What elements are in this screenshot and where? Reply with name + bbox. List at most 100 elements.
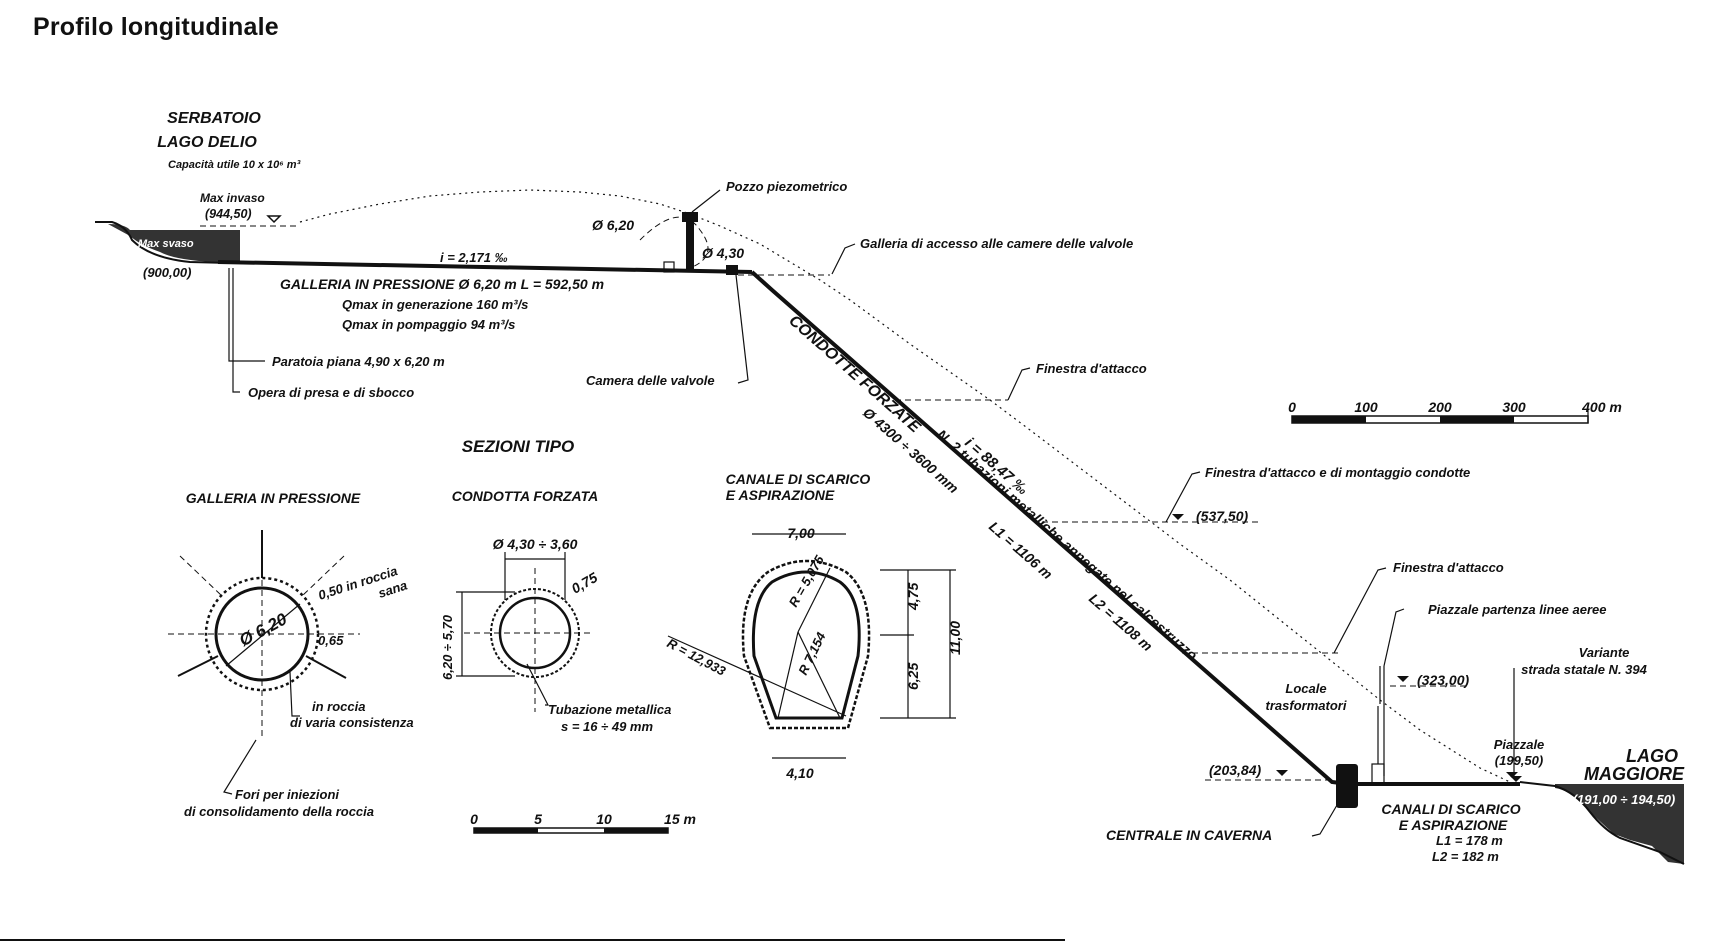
valve-chamber: Galleria di accesso alle camere delle va… [586,236,1133,388]
max-invaso-value: (944,50) [205,207,252,221]
canale-h2: 6,25 [905,663,921,690]
access-windows: Finestra d'attacco Finestra d'attacco e … [895,361,1504,654]
penstock-title: CONDOTTE FORZATE [785,312,924,437]
valve-access-label: Galleria di accesso alle camere delle va… [860,236,1133,251]
canale-outer [741,559,871,730]
canale-bottom: 4,10 [785,765,813,781]
condotta-diam: Ø 4,30 ÷ 3,60 [493,536,578,552]
section-canale: CANALE DI SCARICO E ASPIRAZIONE 7,00 4,1… [665,471,963,781]
section-condotta-title: CONDOTTA FORZATA [452,488,598,504]
lake-name-2: MAGGIORE [1584,764,1685,784]
piazzale2-line-1: Piazzale [1494,737,1545,752]
galleria-diam: Ø 6,20 [236,609,290,650]
centrale-level-marker [1276,770,1288,776]
canali-l2: L2 = 182 m [1432,849,1499,864]
penstock-desc: N. 2 tubazioni metalliche annegate nel c… [934,426,1201,663]
condotta-height: 6,20 ÷ 5,70 [440,614,455,680]
canali-line-2: E ASPIRAZIONE [1399,817,1508,833]
variante-line-2: strada statale N. 394 [1521,662,1648,677]
gallery-slope: i = 2,171 ‰ [440,250,508,265]
canale-r-line-2 [797,631,841,719]
lake-bank [1519,781,1685,865]
section-scale-tick-2: 10 [596,811,612,827]
piazzale2-marker-b [1510,776,1522,782]
condotta-t: 0,75 [569,569,601,597]
centrale-level: (203,84) [1209,762,1261,778]
valve-access-leader [831,243,856,275]
section-scale-bar: 0 5 10 15 m [470,811,696,834]
window-2-leader [1165,471,1201,523]
locale-line-2: trasformatori [1266,698,1347,713]
gallery-qmax-gen: Qmax in generazione 160 m³/s [342,297,528,312]
centrale-leader [1311,799,1341,837]
piazzale-linee-label: Piazzale partenza linee aeree [1428,602,1606,617]
section-scale-tick-3: 15 m [664,811,696,827]
condotta-pipe [498,596,572,670]
canale-h1: 4,75 [905,583,921,611]
surge-chamber [639,216,709,269]
window-2-label: Finestra d'attacco e di montaggio condot… [1205,465,1470,480]
piazzale-linee-level: (323,00) [1417,672,1469,688]
condotta-pipe-1: Tubazione metallica [548,702,671,717]
window-3-label: Finestra d'attacco [1393,560,1504,575]
canali-l1: L1 = 178 m [1436,833,1503,848]
canale-top: 7,00 [787,525,814,541]
canale-inner [751,570,861,720]
intake-label: Opera di presa e di sbocco [248,385,414,400]
variante-line-1: Variante [1579,645,1630,660]
intake-leader [232,268,240,393]
galleria-holes-leader [223,739,257,795]
lago-maggiore: LAGO MAGGIORE (191,00 ÷ 194,50) [1519,746,1685,865]
surge-shaft-body [686,214,694,270]
window-2-level: (537,50) [1196,508,1248,524]
canale-r3: R = 12,933 [665,635,729,679]
main-scale-tick-4: 400 m [1581,399,1622,415]
piazzale-linee-marker [1397,676,1409,682]
piazzale2-line-2: (199,50) [1495,753,1543,768]
valve-chamber-label: Camera delle valvole [586,373,715,388]
section-galleria: GALLERIA IN PRESSIONE Ø 6,20 0,50 in roc… [168,490,414,819]
lake-level: (191,00 ÷ 194,50) [1573,792,1676,807]
main-scale-tick-0: 0 [1288,399,1296,415]
pressure-gallery: i = 2,171 ‰ GALLERIA IN PRESSIONE Ø 6,20… [217,250,753,400]
reservoir-water [108,224,240,262]
surge-d1: Ø 6,20 [592,217,634,233]
window-1-label: Finestra d'attacco [1036,361,1147,376]
reservoir-bank [95,221,231,264]
surge-label: Pozzo piezometrico [726,179,847,194]
section-condotta: CONDOTTA FORZATA Ø 4,30 ÷ 3,60 6,20 ÷ 5,… [440,488,671,734]
level-marker [266,215,282,224]
reservoir-capacity: Capacità utile 10 x 10⁶ m³ [168,159,301,171]
max-svaso-label: Max svaso [138,238,194,250]
lake-water [1555,784,1684,864]
section-scale-tick-1: 5 [534,811,542,827]
reservoir-name-2: LAGO DELIO [157,134,257,151]
galleria-t2: 0,65 [318,633,344,648]
surge-leader [691,189,721,213]
bottom-rule [0,939,1065,941]
galleria-diam-line [225,603,301,667]
galleria-bolt-sw [177,655,219,677]
gallery-qmax-pump: Qmax in pompaggio 94 m³/s [342,317,515,332]
section-canale-title-2: E ASPIRAZIONE [726,487,835,503]
galleria-outer-ring [204,576,320,692]
galleria-bolt-se [305,655,347,679]
main-scale-seg-1 [1292,416,1366,423]
gate-label: Paratoia piana 4,90 x 6,20 m [272,354,445,369]
section-galleria-title: GALLERIA IN PRESSIONE [186,490,361,506]
penstock: CONDOTTE FORZATE Ø 4300 ÷ 3600 mm i = 88… [750,270,1349,786]
piazzale2-marker [1506,772,1518,778]
max-invaso-label: Max invaso [200,191,265,205]
surge-shaft: Pozzo piezometrico Ø 6,20 Ø 4,30 [592,179,847,273]
galleria-rock-2: di varia consistenza [290,715,414,730]
galleria-rock-leader [289,671,300,717]
main-scale-bar: 0 100 200 300 400 m [1288,399,1622,424]
powerhouse-cavern [1336,764,1358,808]
canale-r-line-3 [797,567,831,633]
condotta-pipe-leader [526,663,549,706]
galleria-rock-1: in roccia [312,699,365,714]
condotta-outer [490,588,580,678]
valve-chamber-leader [735,274,749,384]
surge-shaft-top [682,212,698,222]
